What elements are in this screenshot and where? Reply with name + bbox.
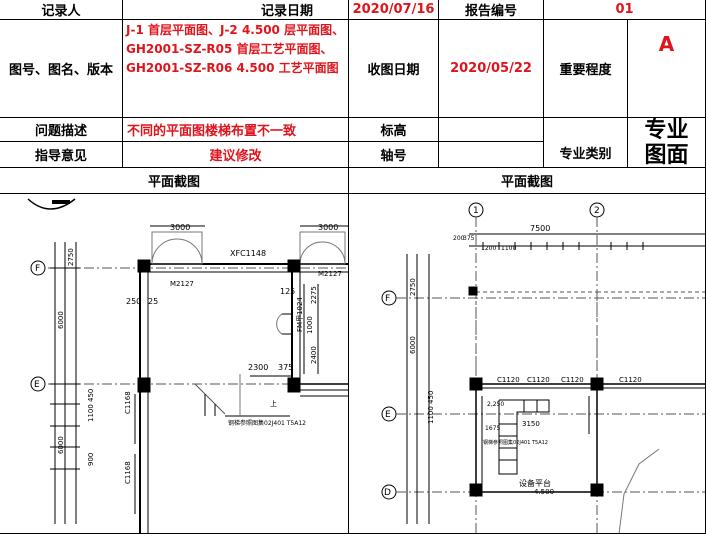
left-door-m2127-b: M2127 [318,270,342,278]
left-plan-drawing: F E 3000 3000 XFC1148 M2127 M2127 250 25… [27,198,348,533]
left-dim-3000-b: 3000 [318,223,338,232]
left-stair-note: 钢梯参照图集02J401 T5A12 [228,419,306,427]
right-win-c1120-d: C1120 [619,376,642,384]
issue-value[interactable]: 不同的平面图楼梯布置不一致 [123,118,349,142]
right-screenshot-title: 平面截图 [349,168,706,194]
left-dim-25: 25 [148,297,158,306]
right-dim-200: 200 [453,235,465,242]
right-dim-375: 375 [463,235,475,242]
right-axis-2: 2 [594,206,600,216]
left-dim-2300: 2300 [248,363,268,372]
left-dim-1000: 1000 [306,316,314,334]
report-no-value[interactable]: 01 [544,0,706,20]
drawing-info-value[interactable]: J-1 首层平面图、J-2 4.500 层平面图、GH2001-SZ-R05 首… [123,20,349,118]
received-date-label: 收图日期 [349,20,439,118]
left-dim-6000-a: 6000 [57,311,65,329]
left-dim-250: 250 [126,297,141,306]
left-door-xfc: XFC1148 [230,249,266,258]
received-date-value[interactable]: 2020/05/22 [439,20,544,118]
left-win-c1168-b: C1168 [124,461,132,484]
right-dim-2250: 2,250 [487,401,504,408]
issue-label: 问题描述 [0,118,123,142]
right-win-c1120-c: C1120 [561,376,584,384]
right-plan-drawing: 1 2 F E D 7500 200 375 1200 1100 C1120 C… [381,202,705,533]
right-platform-elev: 4.500 [534,488,554,496]
axis-value[interactable] [439,142,544,168]
left-dim-6000-b: 6000 [57,436,65,454]
left-axis-e: E [34,380,40,390]
right-platform-label: 设备平台 [519,478,551,488]
recorder-label: 记录人 [0,0,123,20]
left-dim-375: 375 [278,363,293,372]
right-axis-f: F [385,294,390,304]
right-dim-1100: 1100 [501,245,516,252]
right-dim-7500: 7500 [530,224,550,233]
left-screenshot-title: 平面截图 [0,168,349,194]
elevation-value[interactable] [439,118,544,142]
record-date-value[interactable]: 2020/07/16 [349,0,439,20]
left-dim-2400: 2400 [310,346,318,364]
left-axis-f: F [35,264,40,274]
right-plan-screenshot[interactable]: 1 2 F E D 7500 200 375 1200 1100 C1120 C… [349,194,706,534]
right-dim-1100-450: 1100 450 [427,391,435,424]
record-date-label: 记录日期 [226,0,349,20]
importance-cell[interactable]: A [628,20,706,118]
right-axis-d: D [384,488,391,498]
guidance-value[interactable]: 建议修改 [123,142,349,168]
discipline-value: 专业图面 [644,118,689,168]
right-axis-1: 1 [473,206,479,216]
left-dim-2275: 2275 [310,286,318,304]
right-dim-3150: 3150 [522,420,540,428]
guidance-label: 指导意见 [0,142,123,168]
drawing-info-label: 图号、图名、版本 [0,20,123,118]
axis-label: 轴号 [349,142,439,168]
left-door-m2127-a: M2127 [170,280,194,288]
left-dim-900: 900 [87,453,95,466]
left-mark-up: 上 [270,399,277,408]
right-win-c1120-b: C1120 [527,376,550,384]
left-dim-3000-a: 3000 [170,223,190,232]
right-dim-1675: 1675 [485,425,500,432]
elevation-label: 标高 [349,118,439,142]
right-dim-6000: 6000 [409,336,417,354]
right-stair-note: 钢梯参照图集02J401 T5A12 [483,439,548,446]
left-door-fm: FM甲1024 [296,297,304,332]
right-dim-1200: 1200 [481,245,496,252]
left-plan-screenshot[interactable]: F E 3000 3000 XFC1148 M2127 M2127 250 25… [0,194,349,534]
left-dim-1100: 1100 [87,404,95,422]
left-win-c1168-a: C1168 [124,391,132,414]
discipline-cell[interactable]: 专业图面 [628,118,706,168]
importance-value: A [658,32,675,56]
discipline-label: 专业类别 [544,118,628,168]
right-dim-2750: 2750 [409,278,417,296]
report-no-label: 报告编号 [439,0,544,20]
importance-label: 重要程度 [544,20,628,118]
right-axis-e: E [385,410,391,420]
left-dim-450: 450 [87,389,95,402]
left-dim-2750: 2750 [67,248,75,266]
right-win-c1120-a: C1120 [497,376,520,384]
left-dim-125: 125 [280,287,295,296]
